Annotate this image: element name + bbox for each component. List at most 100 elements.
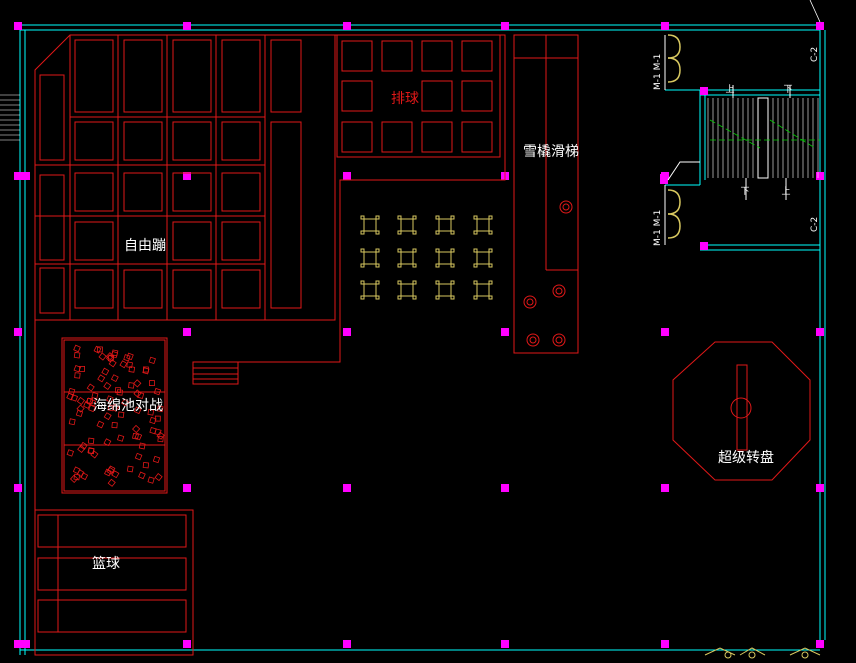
- sponge-cube: [147, 408, 155, 416]
- sponge-cube: [75, 409, 84, 418]
- sponge-cube: [80, 472, 89, 481]
- sponge-cube: [106, 395, 114, 403]
- table-set: [397, 215, 417, 235]
- sponge-cube: [79, 441, 88, 450]
- left-stair-hatch: [0, 94, 20, 141]
- sponge-cube: [101, 367, 110, 376]
- door-mark-lower: M-1 M-1: [653, 210, 663, 246]
- bottom-fixtures: [704, 647, 821, 659]
- sponge-cube: [110, 351, 118, 359]
- sponge-cube: [103, 412, 112, 421]
- table-set: [397, 280, 417, 300]
- sponge-cube: [76, 469, 85, 478]
- stair-up-top: 上: [725, 84, 734, 95]
- sponge-cube: [134, 452, 143, 461]
- sponge-cube: [116, 434, 125, 442]
- label-basketball: 篮球: [92, 556, 120, 572]
- table-seating: [360, 215, 493, 300]
- sponge-cube: [156, 405, 164, 413]
- sponge-cube: [147, 476, 155, 484]
- sponge-cube: [126, 465, 134, 473]
- sponge-cube: [107, 404, 115, 412]
- sponge-cube: [138, 471, 146, 480]
- sponge-cube: [156, 431, 165, 440]
- table-set: [435, 248, 455, 268]
- sponge-cube: [107, 478, 116, 487]
- label-sponge-pool: 海绵池对战: [93, 397, 163, 414]
- sponge-cube: [116, 389, 123, 396]
- sponge-cube: [73, 364, 82, 373]
- sponge-cube: [68, 418, 76, 426]
- sponge-cube: [111, 421, 118, 429]
- volleyball-cells: [341, 40, 493, 153]
- sponge-cube: [132, 424, 141, 434]
- sponge-cube: [154, 428, 162, 436]
- sponge-cube: [152, 455, 161, 464]
- sponge-cube: [104, 468, 112, 477]
- sponge-cube: [115, 387, 121, 394]
- sponge-cube: [93, 345, 102, 354]
- sponge-cube: [133, 379, 142, 388]
- sponge-cube: [76, 396, 85, 405]
- sponge-cube: [87, 447, 95, 455]
- sponge-cube: [73, 351, 81, 359]
- sponge-cube: [110, 374, 119, 383]
- sponge-cube: [66, 392, 74, 401]
- sponge-cube: [154, 415, 161, 422]
- sponge-cube: [103, 381, 112, 390]
- sponge-cube: [87, 397, 93, 404]
- sponge-cube: [66, 449, 75, 457]
- sponge-cube: [119, 360, 128, 369]
- door-mark-upper: M-1 M-1: [653, 54, 663, 90]
- structural-columns: [14, 22, 824, 648]
- sponge-cube: [97, 374, 106, 383]
- sponge-cube: [86, 383, 95, 392]
- table-set: [360, 215, 380, 235]
- label-snow-slide: 雪橇滑梯: [523, 143, 579, 160]
- sponge-cube: [133, 406, 142, 415]
- sponge-cube: [126, 361, 133, 369]
- table-set: [473, 248, 493, 268]
- sponge-pool-cubes: [66, 344, 165, 487]
- sponge-cube: [149, 380, 155, 387]
- sponge-cube: [105, 352, 115, 361]
- label-free-climb: 自由蹦: [124, 238, 166, 254]
- sponge-cube: [88, 398, 97, 407]
- free-climb-cells: [35, 35, 302, 320]
- sponge-cube: [108, 359, 117, 368]
- sponge-cube: [73, 344, 81, 353]
- table-set: [473, 280, 493, 300]
- label-volleyball: 排球: [391, 91, 419, 107]
- sponge-cube: [128, 366, 136, 373]
- sponge-cube: [88, 404, 96, 413]
- sponge-cube: [111, 470, 120, 479]
- sponge-cube: [74, 372, 81, 379]
- sponge-cube: [69, 474, 79, 483]
- stair-down-bottom: 下: [740, 187, 749, 197]
- sponge-cube: [154, 473, 163, 482]
- right-stair: [707, 85, 820, 200]
- sponge-cube: [157, 435, 164, 443]
- sponge-cube: [153, 387, 162, 396]
- side-mark-upper: C-2: [810, 47, 820, 62]
- door-lines: [664, 35, 700, 245]
- stair-down-top: 下: [783, 85, 792, 95]
- table-set: [435, 215, 455, 235]
- sponge-cube: [148, 356, 156, 365]
- table-set: [360, 248, 380, 268]
- sponge-cube: [83, 401, 91, 409]
- sponge-cube: [103, 438, 112, 447]
- sponge-cube: [90, 450, 99, 459]
- sponge-cube: [87, 437, 95, 445]
- sponge-cube: [111, 403, 120, 412]
- table-set: [473, 215, 493, 235]
- table-set: [397, 248, 417, 268]
- stair-up-bottom: 上: [781, 186, 790, 197]
- zone-boundaries: [34, 34, 811, 656]
- sponge-cube: [98, 352, 107, 361]
- side-mark-lower: C-2: [810, 217, 820, 232]
- sponge-cube: [128, 382, 135, 389]
- sponge-cube: [142, 462, 150, 469]
- door-swings: [667, 34, 681, 239]
